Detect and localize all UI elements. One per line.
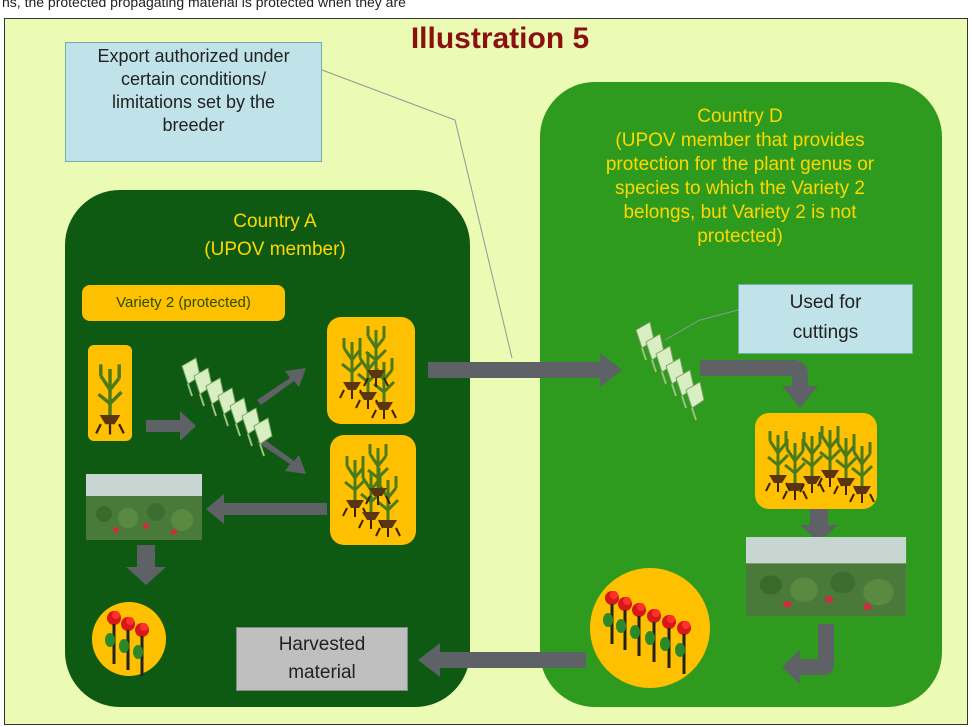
- diagram-title: Illustration 5: [410, 22, 590, 55]
- export-note-line: certain conditions/: [120, 69, 267, 89]
- arrow-plants-to-greenhouse: [800, 506, 838, 542]
- arrow-cuttings-to-plants: [700, 360, 818, 408]
- arrow-cuttings-to-box1: [257, 368, 306, 405]
- roses-circle-d: [590, 568, 710, 688]
- country-d-line: species to which the Variety 2: [615, 178, 865, 199]
- country-d-title: Country D: [697, 106, 783, 127]
- country-a-heading: Country A (UPOV member): [145, 208, 405, 264]
- greenhouse-image-a: [86, 474, 202, 540]
- country-d-icons: [590, 321, 907, 688]
- arrow-plant-to-cuttings: [146, 411, 196, 441]
- country-a-subtitle: (UPOV member): [204, 239, 346, 260]
- cropped-header-text: ns, the protected propagating material i…: [0, 0, 972, 18]
- variety-label: Variety 2 (protected): [82, 285, 285, 321]
- country-d-line: (UPOV member that provides: [615, 130, 865, 151]
- country-d-heading: Country D (UPOV member that provides pro…: [550, 105, 930, 249]
- export-note-line: Export authorized under: [97, 46, 290, 66]
- arrow-export: [428, 353, 622, 387]
- arrow-greenhouse-to-roses-d: [782, 624, 834, 684]
- harvest-note-line: material: [288, 662, 356, 683]
- export-note-line: breeder: [162, 115, 225, 135]
- harvest-note-line: Harvested: [278, 634, 366, 655]
- export-note-line: limitations set by the: [111, 92, 276, 112]
- arrow-harvest-return: [418, 643, 586, 677]
- arrow-greenhouse-to-roses: [126, 545, 166, 585]
- greenhouse-image-d: [746, 537, 907, 617]
- country-a-icons: [86, 317, 416, 678]
- country-a-title: Country A: [233, 211, 317, 232]
- country-d-line: protected): [697, 226, 783, 247]
- used-note-line: cuttings: [792, 322, 859, 343]
- harvested-material-box: Harvested material: [236, 627, 408, 691]
- used-note-line: Used for: [789, 292, 862, 313]
- callout-leaders: [321, 69, 739, 359]
- header-text: ns, the protected propagating material i…: [2, 0, 406, 10]
- country-d-line: belongs, but Variety 2 is not: [623, 202, 857, 223]
- country-d-line: protection for the plant genus or: [605, 154, 875, 175]
- used-for-cuttings-callout: Used for cuttings: [738, 284, 913, 354]
- export-note-callout: Export authorized under certain conditio…: [65, 42, 322, 162]
- arrow-box2-to-greenhouse: [206, 494, 327, 524]
- arrow-cuttings-to-box2: [257, 437, 306, 474]
- flow-arrows: [126, 353, 838, 684]
